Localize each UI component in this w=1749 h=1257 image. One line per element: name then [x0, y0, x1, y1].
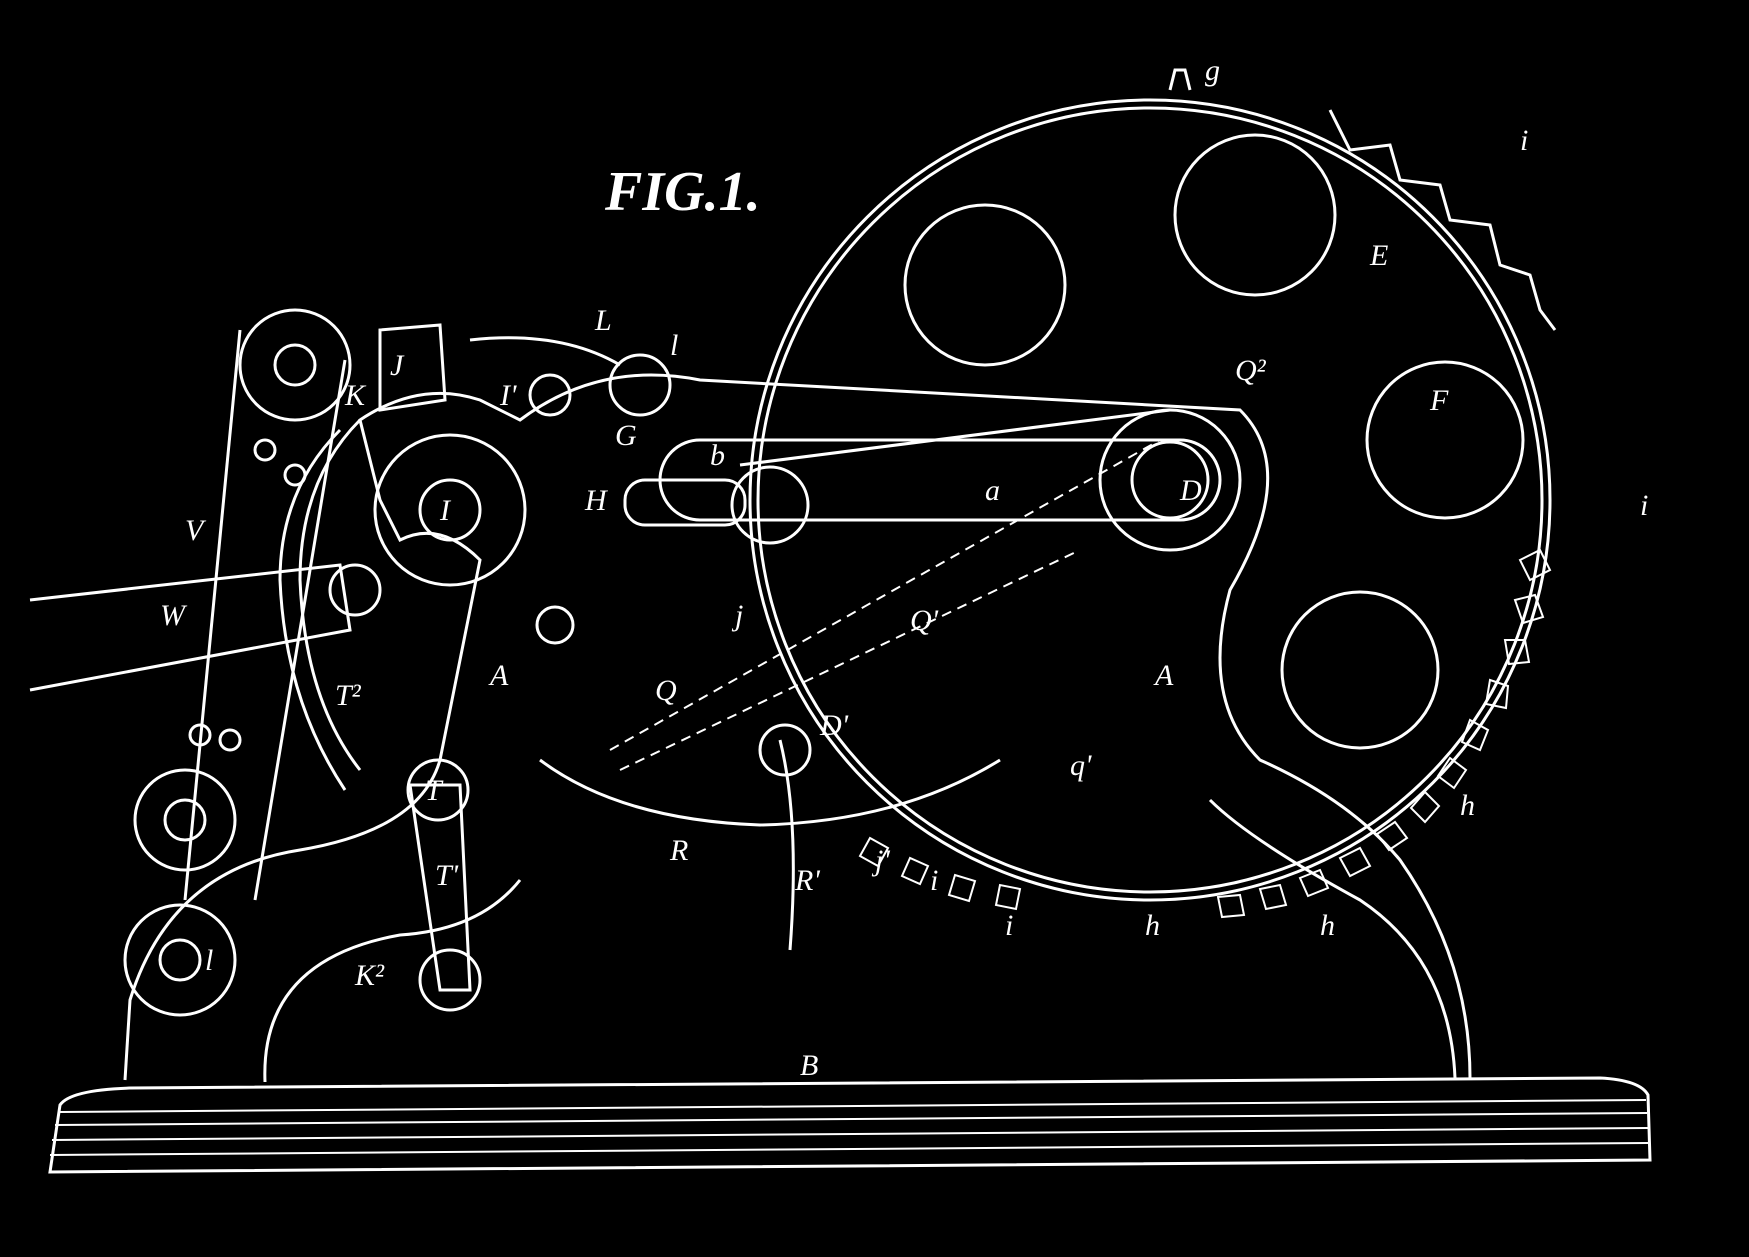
label-b-base: B [800, 1049, 818, 1082]
frame [123, 323, 1472, 1083]
label-i-3: i [930, 864, 938, 897]
dashed-guide [609, 439, 1161, 951]
label-r-prime: R' [794, 864, 820, 897]
label-l-lower: l [670, 329, 678, 362]
lever-arm [623, 408, 1242, 552]
belt-rollers [123, 308, 352, 1017]
label-j: J [390, 349, 405, 382]
gear-segment [278, 418, 362, 791]
label-r: R [669, 834, 688, 867]
label-e: E [1369, 239, 1388, 272]
label-t: T [425, 774, 444, 807]
labels: FIG.1. g E F i i L l J K I' G Q² b H a D… [160, 54, 1648, 1082]
label-t2: T² [335, 679, 362, 712]
label-d-prime: D' [819, 709, 849, 742]
label-i-prime: I' [499, 379, 517, 412]
label-i-upper: I [439, 494, 452, 527]
label-g: g [1205, 54, 1220, 87]
label-v: V [185, 514, 207, 547]
label-j-lower: j [731, 599, 743, 632]
label-a-left: A [488, 659, 509, 692]
label-i-2: i [1640, 489, 1648, 522]
pivot-i [373, 433, 575, 645]
label-h-1: h [1460, 789, 1475, 822]
label-b: b [710, 439, 725, 472]
label-h-upper: H [584, 484, 609, 517]
label-i-1: i [1520, 124, 1528, 157]
top-linkage [469, 68, 1192, 417]
label-l-upper: L [594, 304, 612, 337]
label-f: F [1429, 384, 1449, 417]
label-q2: Q² [1235, 354, 1267, 387]
label-g-upper: G [615, 419, 637, 452]
base-plate [48, 1076, 1652, 1174]
label-w: W [160, 599, 188, 632]
label-a-right: A [1153, 659, 1174, 692]
label-k2: K² [354, 959, 385, 992]
figure-title: FIG.1. [604, 161, 761, 223]
label-t-prime: T' [435, 859, 459, 892]
label-k: K [344, 379, 367, 412]
label-q-prime: Q' [910, 604, 939, 637]
label-i-4: i [1005, 909, 1013, 942]
label-j-prime: j' [871, 844, 890, 877]
feed-board [29, 563, 382, 692]
label-l-roller: l [205, 944, 213, 977]
label-h-3: h [1320, 909, 1335, 942]
label-q-prime-lower: q' [1070, 749, 1092, 782]
label-d: D [1179, 474, 1202, 507]
label-a: a [985, 474, 1000, 507]
large-wheel [748, 98, 1557, 919]
label-h-2: h [1145, 909, 1160, 942]
crank [406, 758, 482, 1012]
label-q: Q [655, 674, 677, 707]
